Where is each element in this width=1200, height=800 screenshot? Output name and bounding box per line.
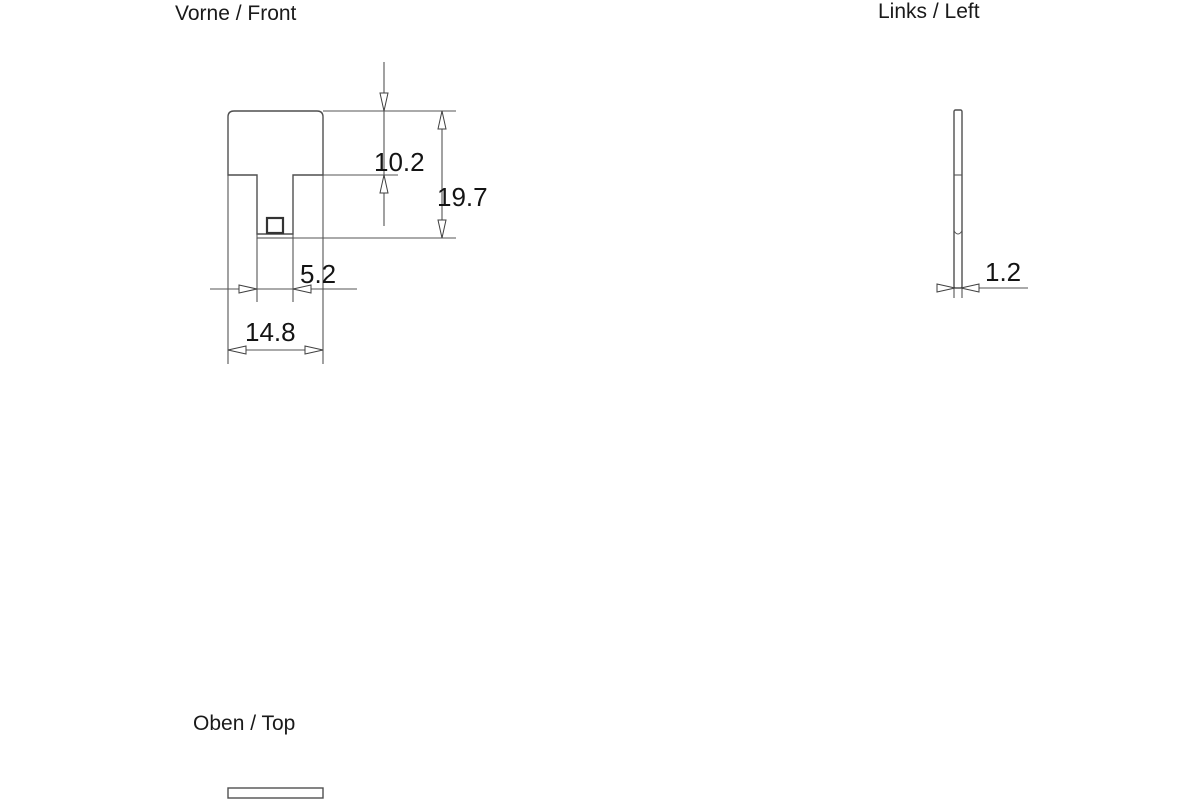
top-view-label: Oben / Top — [193, 712, 296, 735]
front-square-hole — [265, 216, 285, 235]
arrow-left-icon — [227, 345, 247, 355]
arrow-right-icon — [936, 283, 956, 293]
front-view-label: Vorne / Front — [175, 2, 297, 25]
arrow-up-icon — [379, 174, 389, 194]
front-extension-lines — [227, 110, 456, 364]
arrow-right-icon — [304, 345, 324, 355]
left-view-label: Links / Left — [878, 0, 980, 23]
arrow-left-icon — [292, 284, 312, 294]
front-dimension-total-height: 19.7 — [437, 110, 488, 239]
dimension-value-total-width: 14.8 — [245, 317, 296, 347]
left-dimension-thickness: 1.2 — [936, 257, 1028, 293]
arrow-right-icon — [238, 284, 258, 294]
front-part-outline — [227, 110, 324, 235]
front-dimension-stem-width: 5.2 — [210, 259, 357, 294]
top-view-drawing — [227, 787, 324, 799]
dimension-value-head-height: 10.2 — [374, 147, 425, 177]
dimension-value-total-height: 19.7 — [437, 182, 488, 212]
arrow-left-icon — [960, 283, 980, 293]
front-view-drawing: 10.2 19.7 5.2 14.8 — [210, 62, 488, 364]
left-bend-tick — [953, 230, 963, 235]
top-part-outline — [227, 787, 324, 799]
dimension-value-stem-width: 5.2 — [300, 259, 336, 289]
arrow-up-icon — [437, 110, 447, 130]
left-extension-lines — [953, 288, 963, 298]
arrow-down-icon — [437, 219, 447, 239]
front-dimension-total-width: 14.8 — [227, 317, 324, 355]
front-dimension-head-height: 10.2 — [374, 62, 425, 226]
left-part-outline — [953, 109, 963, 289]
dimension-value-thickness: 1.2 — [985, 257, 1021, 287]
arrow-down-icon — [379, 92, 389, 112]
left-view-drawing: 1.2 — [936, 109, 1028, 298]
